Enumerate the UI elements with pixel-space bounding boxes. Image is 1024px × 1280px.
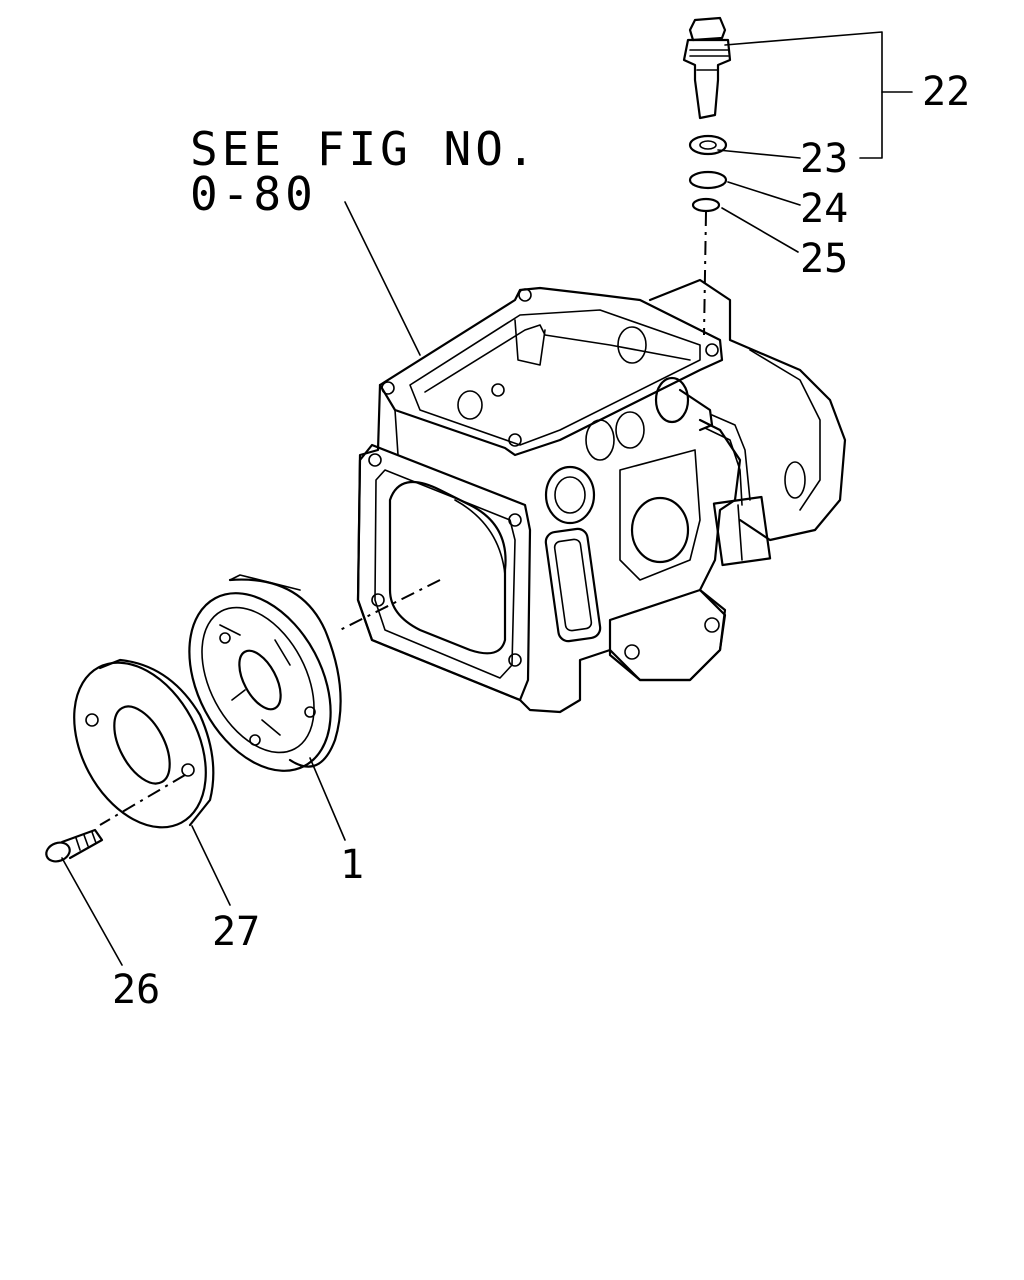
part-27-plate <box>73 658 215 829</box>
reference-note-line2: 0-80 <box>190 167 317 221</box>
part-24-o-ring <box>688 170 728 190</box>
part-1-coupling <box>188 574 342 772</box>
part-22-fitting <box>682 16 732 120</box>
callout-24: 24 <box>800 186 848 232</box>
callout-26: 26 <box>112 967 160 1013</box>
reference-leader-line <box>344 201 421 356</box>
screw-assembly-axis <box>99 774 186 826</box>
callout-27: 27 <box>212 909 260 955</box>
callout-22: 22 <box>922 69 970 115</box>
callout-25: 25 <box>800 236 848 282</box>
reference-note-line1: SEE FIG NO. <box>190 122 539 176</box>
fitting-assembly-axis <box>703 211 707 336</box>
callout-1: 1 <box>340 842 364 888</box>
part-26-screw <box>45 828 104 863</box>
part-25-o-ring <box>691 197 721 213</box>
coupling-assembly-axis <box>339 579 441 631</box>
pump-housing <box>356 278 847 714</box>
callout-23: 23 <box>800 136 848 182</box>
part-23-washer <box>688 134 728 156</box>
leader-lines <box>61 31 913 966</box>
